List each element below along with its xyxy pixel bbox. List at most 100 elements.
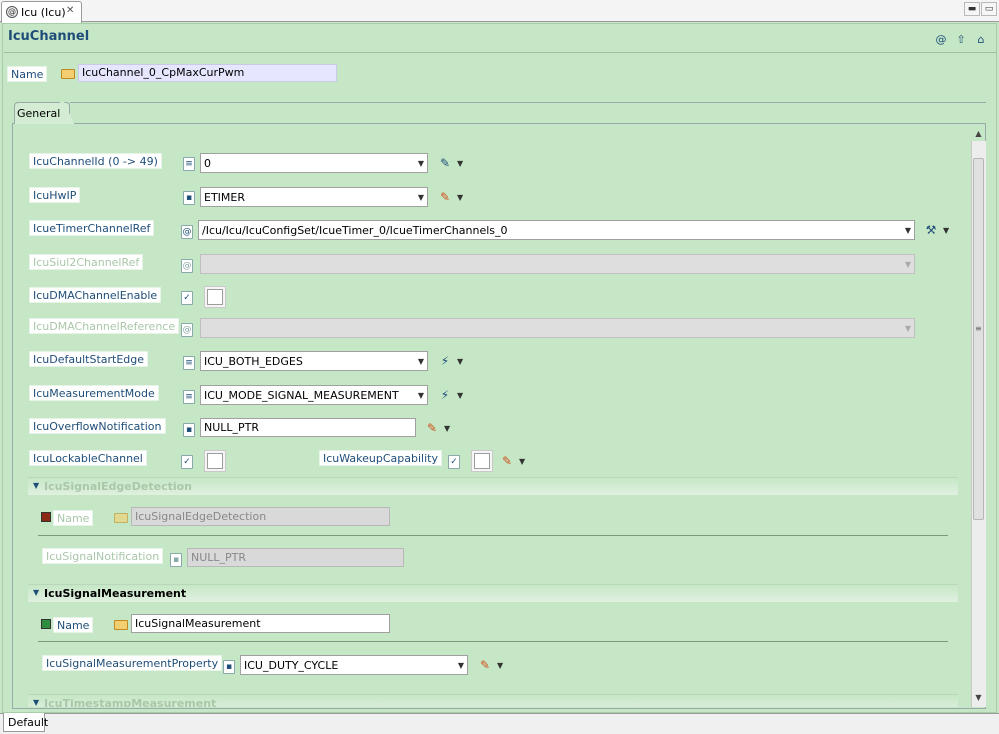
start-edge-value: ICU_BOTH_EDGES: [204, 355, 303, 368]
timestamp-section-clip: ▼ IcuTimestampMeasurement: [28, 694, 958, 707]
channel-id-value: 0: [204, 157, 211, 170]
enum-icon: ≡: [183, 390, 195, 404]
page-title: IcuChannel: [8, 29, 90, 44]
dma-ref-label: IcuDMAChannelReference: [29, 318, 180, 334]
dma-enable-label: IcuDMAChannelEnable: [29, 287, 162, 303]
dma-enable-checkbox[interactable]: [204, 286, 226, 308]
checkbox-box: [207, 289, 223, 305]
home-icon[interactable]: ⌂: [977, 33, 985, 46]
editor-tab-bar: [0, 0, 999, 22]
chevron-down-icon[interactable]: ▼: [457, 391, 464, 400]
folder-icon[interactable]: [114, 620, 128, 630]
editor-icon: @: [6, 6, 18, 18]
chevron-down-icon[interactable]: ▼: [943, 226, 950, 235]
overflow-field[interactable]: NULL_PTR: [200, 418, 416, 437]
hw-ip-value: ETIMER: [204, 191, 245, 204]
collapse-icon: ▼: [33, 588, 40, 597]
measurement-property-label: IcuSignalMeasurementProperty: [42, 655, 223, 671]
chevron-down-icon[interactable]: ▼: [519, 457, 526, 466]
scroll-up-button[interactable]: ▲: [975, 129, 982, 138]
timestamp-section-header[interactable]: ▼ IcuTimestampMeasurement: [28, 694, 958, 707]
chevron-down-icon: ▼: [417, 159, 424, 168]
measurement-property-select[interactable]: ICU_DUTY_CYCLE ▼: [240, 655, 468, 675]
doc-icon: ▪: [223, 660, 235, 674]
chevron-down-icon: ▼: [417, 391, 424, 400]
measurement-section-header[interactable]: ▼ IcuSignalMeasurement: [28, 584, 958, 602]
doc-icon: ▪: [170, 553, 182, 567]
folder-icon[interactable]: [61, 69, 75, 79]
meas-mode-select[interactable]: ICU_MODE_SIGNAL_MEASUREMENT ▼: [200, 385, 428, 405]
wand-icon[interactable]: ⚡: [440, 388, 450, 402]
tab-general[interactable]: General: [14, 102, 70, 124]
up-arrow-icon[interactable]: ⇧: [956, 33, 966, 46]
folder-icon[interactable]: [114, 513, 128, 523]
chevron-down-icon: ▼: [417, 357, 424, 366]
siul2-ref-select[interactable]: ▼: [200, 254, 915, 274]
chevron-down-icon[interactable]: ▼: [457, 193, 464, 202]
ref-icon: @: [181, 225, 193, 239]
start-edge-select[interactable]: ICU_BOTH_EDGES ▼: [200, 351, 428, 371]
pencil-icon[interactable]: ✎: [479, 658, 491, 672]
etimer-ref-value: /Icu/Icu/IcuConfigSet/IcueTimer_0/IcueTi…: [202, 224, 508, 237]
chevron-down-icon[interactable]: ▼: [457, 159, 464, 168]
title-divider: [4, 52, 997, 53]
tab-folder-edge: [70, 102, 986, 103]
wakeup-checkbox[interactable]: [471, 450, 493, 472]
tools-icon[interactable]: ⚒: [925, 223, 937, 237]
collapse-icon: ▼: [33, 698, 40, 707]
timestamp-title: IcuTimestampMeasurement: [44, 697, 217, 707]
tab-corner: [60, 102, 78, 124]
close-icon[interactable]: ✕: [66, 5, 75, 16]
section-divider: [38, 641, 948, 642]
scrollbar-grip-icon: ≡: [975, 324, 982, 333]
siul2-ref-label: IcuSiul2ChannelRef: [29, 254, 144, 270]
chevron-down-icon[interactable]: ▼: [444, 424, 451, 433]
etimer-ref-select[interactable]: /Icu/Icu/IcuConfigSet/IcueTimer_0/IcueTi…: [198, 220, 915, 240]
tab-default[interactable]: Default: [3, 713, 48, 732]
pencil-icon[interactable]: ✎: [439, 190, 451, 204]
dma-ref-select[interactable]: ▼: [200, 318, 915, 338]
measurement-name-field[interactable]: IcuSignalMeasurement: [131, 614, 390, 633]
lockable-checkbox[interactable]: [204, 450, 226, 472]
pencil-icon[interactable]: ✎: [426, 421, 438, 435]
enum-icon: ≡: [183, 356, 195, 370]
measurement-title: IcuSignalMeasurement: [44, 587, 187, 600]
edge-notification-field[interactable]: NULL_PTR: [187, 548, 404, 567]
edge-detection-section-header[interactable]: ▼ IcuSignalEdgeDetection: [28, 477, 958, 495]
chevron-down-icon[interactable]: ▼: [457, 357, 464, 366]
hw-ip-select[interactable]: ETIMER ▼: [200, 187, 428, 207]
chevron-down-icon: ▼: [417, 193, 424, 202]
ref-icon: @: [181, 259, 193, 273]
name-field[interactable]: IcuChannel_0_CpMaxCurPwm: [78, 64, 337, 82]
measurement-name-label: Name: [53, 617, 94, 633]
chevron-down-icon[interactable]: ▼: [497, 661, 504, 670]
bool-icon: ✓: [181, 291, 193, 305]
minimize-button[interactable]: ▬: [964, 2, 980, 16]
container-icon: [41, 619, 51, 629]
hw-ip-label: IcuHwIP: [29, 187, 81, 203]
bool-icon: ✓: [181, 455, 193, 469]
chevron-down-icon: ▼: [904, 324, 911, 333]
edge-name-field[interactable]: IcuSignalEdgeDetection: [131, 507, 390, 526]
section-divider: [38, 535, 948, 536]
overflow-label: IcuOverflowNotification: [29, 418, 166, 434]
bool-icon: ✓: [448, 455, 460, 469]
meas-mode-label: IcuMeasurementMode: [29, 385, 159, 401]
doc-icon: ▪: [183, 423, 195, 437]
channel-id-select[interactable]: 0 ▼: [200, 153, 428, 173]
wand-icon[interactable]: ⚡: [440, 354, 450, 368]
edge-notification-label: IcuSignalNotification: [42, 548, 164, 564]
editor-tab[interactable]: @ Icu (Icu) ✕: [1, 1, 82, 23]
collapse-icon: ▼: [33, 481, 40, 490]
measurement-property-value: ICU_DUTY_CYCLE: [244, 659, 339, 672]
meas-mode-value: ICU_MODE_SIGNAL_MEASUREMENT: [204, 389, 399, 402]
maximize-button[interactable]: ▭: [981, 2, 997, 16]
scrollbar-thumb[interactable]: [973, 158, 984, 520]
etimer-ref-label: IcueTimerChannelRef: [29, 220, 155, 236]
at-icon[interactable]: @: [935, 33, 947, 46]
pencil-icon[interactable]: ✎: [501, 454, 513, 468]
tab-general-label: General: [17, 107, 61, 120]
scroll-down-button[interactable]: ▼: [975, 693, 982, 702]
lockable-label: IcuLockableChannel: [29, 450, 147, 466]
calculator-icon[interactable]: ✎: [439, 156, 451, 170]
